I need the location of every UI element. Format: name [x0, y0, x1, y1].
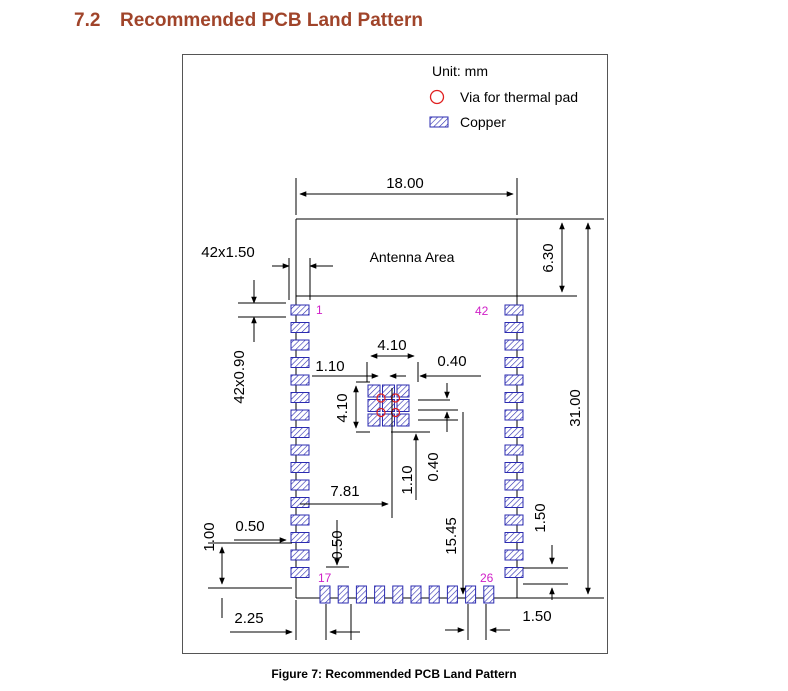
dim-pad-gap-side: 0.50: [235, 518, 264, 535]
section-title: Recommended PCB Land Pattern: [120, 10, 423, 31]
left-pad: [290, 497, 310, 508]
thermal-pad-cell: [396, 399, 410, 412]
right-pad: [504, 514, 524, 526]
left-pad: [290, 374, 310, 386]
right-pad: [504, 532, 524, 543]
right-pad: [504, 374, 524, 386]
thermal-via: [390, 393, 401, 403]
antenna-area-label: Antenna Area: [370, 249, 455, 265]
right-pad: [504, 357, 524, 368]
left-pad: [290, 444, 310, 456]
right-pad: [504, 392, 524, 403]
dim-via-pitch-h: 1.10: [315, 358, 344, 375]
dim-via-pitch-v: 1.10: [399, 465, 416, 494]
left-pad: [290, 357, 310, 368]
bottom-pad: [446, 585, 458, 604]
pin-1-label: 1: [316, 303, 323, 317]
dimension-lines: [208, 178, 591, 640]
pad-group: [290, 304, 524, 604]
dim-bottom-pad-width: 1.50: [522, 608, 551, 625]
left-pad: [290, 409, 310, 421]
copper-legend-icon: [429, 116, 449, 128]
figure-frame: [182, 54, 608, 654]
legend-via-label: Via for thermal pad: [460, 89, 578, 105]
bottom-pad: [374, 585, 386, 604]
pin-26-label: 26: [480, 571, 494, 585]
thermal-via: [390, 407, 401, 418]
left-pad: [290, 427, 310, 438]
right-pad: [504, 427, 524, 438]
left-pad: [290, 322, 310, 333]
dim-right-pad-length: 1.50: [532, 503, 549, 532]
dim-width: 18.00: [386, 175, 424, 192]
left-pad: [290, 304, 310, 316]
dim-pad-width-count: 42x1.50: [201, 244, 254, 261]
thermal-pad-cell: [367, 399, 381, 412]
right-pad: [504, 304, 524, 316]
thermal-pad-cell: [396, 413, 410, 427]
left-pad: [290, 532, 310, 543]
right-pad: [504, 549, 524, 561]
left-pad: [290, 514, 310, 526]
dim-pad-height-count: 42x0.90: [231, 350, 248, 403]
bottom-pad: [319, 585, 331, 604]
right-pad: [504, 409, 524, 421]
left-pad: [290, 567, 310, 578]
pin-42-label: 42: [475, 304, 489, 318]
right-pad: [504, 444, 524, 456]
bottom-pad: [465, 585, 477, 604]
thermal-via: [376, 407, 386, 418]
dim-pad-pitch-side: 1.00: [201, 522, 218, 551]
bottom-pad: [428, 585, 440, 604]
dim-thermal-height: 4.10: [334, 393, 351, 422]
right-pad: [504, 322, 524, 333]
left-pad: [290, 549, 310, 561]
left-pad: [290, 339, 310, 351]
bottom-pad: [337, 585, 349, 604]
section-number: 7.2: [74, 10, 101, 31]
thermal-pad-cell: [367, 413, 381, 427]
section-heading: 7.2 Recommended PCB Land Pattern: [74, 10, 423, 32]
legend-copper-label: Copper: [460, 114, 506, 130]
right-pad: [504, 497, 524, 508]
figure-caption: Figure 7: Recommended PCB Land Pattern: [271, 667, 517, 681]
pin-17-label: 17: [318, 571, 332, 585]
right-pad: [504, 339, 524, 351]
bottom-pad: [483, 585, 495, 604]
dim-corner-offset: 2.25: [234, 610, 263, 627]
dim-via-dia-h: 0.40: [437, 353, 466, 370]
dim-via-dia-v: 0.40: [425, 452, 442, 481]
thermal-pad-cell: [367, 384, 381, 398]
left-pad: [290, 392, 310, 403]
left-pad: [290, 479, 310, 491]
dim-pad-gap-bottom: 0.50: [329, 530, 346, 559]
bottom-pad: [410, 585, 422, 604]
thermal-pad-cell: [396, 384, 410, 398]
bottom-pad: [392, 585, 404, 604]
thermal-pad-group: [367, 384, 410, 427]
dim-thermal-offset-y: 15.45: [443, 517, 460, 555]
dim-total-height: 31.00: [567, 389, 584, 427]
dim-thermal-width: 4.10: [377, 337, 406, 354]
left-pad: [290, 462, 310, 473]
dim-thermal-offset-x: 7.81: [330, 483, 359, 500]
legend-unit: Unit: mm: [432, 63, 488, 79]
right-pad: [504, 479, 524, 491]
right-pad: [504, 462, 524, 473]
right-pad: [504, 567, 524, 578]
via-legend-icon: [429, 89, 445, 105]
dim-antenna-height: 6.30: [540, 243, 557, 272]
bottom-pad: [355, 585, 367, 604]
thermal-via: [376, 393, 386, 403]
